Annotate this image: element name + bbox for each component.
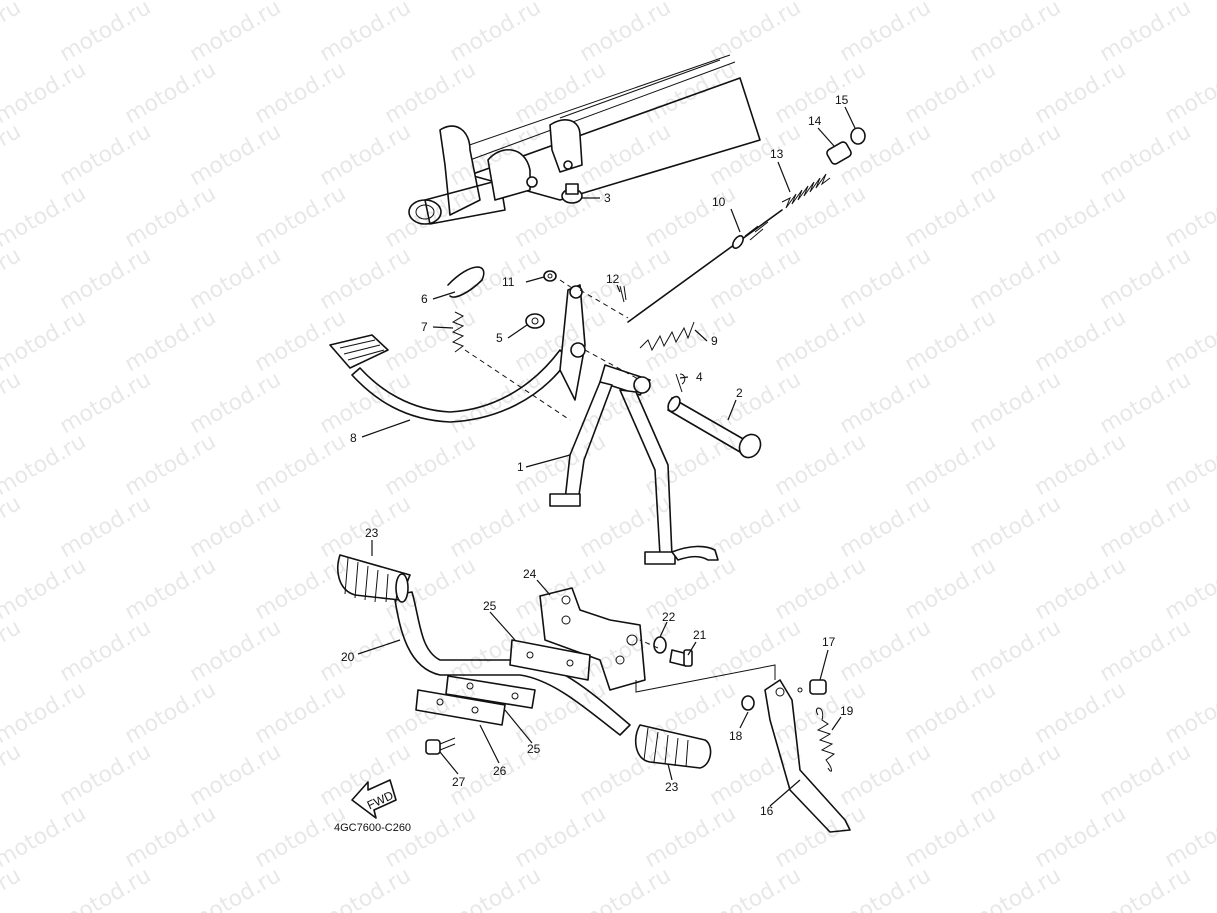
- part-8-brake-pedal: [329, 334, 569, 423]
- part-16-side-stand: [764, 679, 851, 833]
- callout-8: 8: [350, 431, 357, 445]
- part-17-bolt: [809, 679, 827, 695]
- assembly-lines-lower: [635, 639, 776, 693]
- callouts: 1 2 3 4 5 6 7 8 9 10 11 12 13 14 15 16 1…: [341, 93, 854, 818]
- part-1-main-stand: [549, 284, 719, 565]
- part-15-nut: [850, 127, 866, 145]
- callout-23-upper: 23: [365, 526, 379, 540]
- callout-11: 11: [502, 275, 515, 289]
- callout-18: 18: [729, 729, 743, 743]
- callout-6: 6: [421, 292, 428, 306]
- callout-9: 9: [711, 334, 718, 348]
- callout-26: 26: [493, 764, 507, 778]
- part-12-pin: [619, 285, 627, 303]
- callout-23-lower: 23: [665, 780, 679, 794]
- callout-7: 7: [421, 320, 428, 334]
- part-23-rubber-left: [337, 554, 411, 603]
- part-27-bolt: [425, 737, 456, 755]
- callout-3: 3: [604, 191, 611, 205]
- callout-10: 10: [712, 195, 726, 209]
- callout-1: 1: [517, 460, 524, 474]
- callout-25-upper: 25: [483, 599, 497, 613]
- part-10-rod: [627, 209, 783, 323]
- callout-4: 4: [696, 370, 703, 384]
- part-11-washer: [543, 270, 557, 282]
- callout-27: 27: [452, 775, 466, 789]
- callout-15: 15: [835, 93, 849, 107]
- part-18-nut: [741, 695, 755, 711]
- callout-17: 17: [822, 635, 836, 649]
- part-6-clip: [447, 266, 485, 298]
- part-5-washer: [525, 313, 545, 329]
- part-13-spring: [781, 173, 831, 209]
- callout-14: 14: [808, 114, 822, 128]
- diagram-code: 4GC7600-C260: [334, 822, 411, 834]
- part-25-plate-upper: [509, 639, 591, 681]
- callout-13: 13: [770, 147, 784, 161]
- part-3-rubber: [561, 183, 600, 204]
- part-23-rubber-right: [634, 724, 712, 769]
- part-7-spring: [451, 311, 465, 353]
- callout-12: 12: [606, 272, 620, 286]
- part-26-plate: [415, 689, 506, 726]
- callout-21: 21: [693, 628, 707, 642]
- frame-tube: [408, 54, 761, 225]
- fwd-arrow: FWD: [351, 779, 397, 819]
- part-9-spring: [639, 321, 695, 352]
- part-14-adjuster: [826, 141, 852, 165]
- callout-2: 2: [736, 386, 743, 400]
- leader-lines: [357, 106, 856, 807]
- assembly-lines-upper: [464, 279, 641, 421]
- part-19-spring: [816, 707, 836, 772]
- callout-19: 19: [840, 704, 854, 718]
- callout-5: 5: [496, 331, 503, 345]
- part-21-bolt: [669, 649, 693, 667]
- part-4-pin: [675, 373, 686, 393]
- callout-20: 20: [341, 650, 355, 664]
- callout-25-lower: 25: [527, 742, 541, 756]
- part-2-shaft: [667, 395, 762, 459]
- callout-22: 22: [662, 610, 676, 624]
- callout-24: 24: [523, 567, 537, 581]
- part-22-washer: [653, 636, 667, 654]
- callout-16: 16: [760, 804, 774, 818]
- part-24-bracket: [539, 587, 646, 691]
- part-25-plate-lower: [445, 675, 536, 709]
